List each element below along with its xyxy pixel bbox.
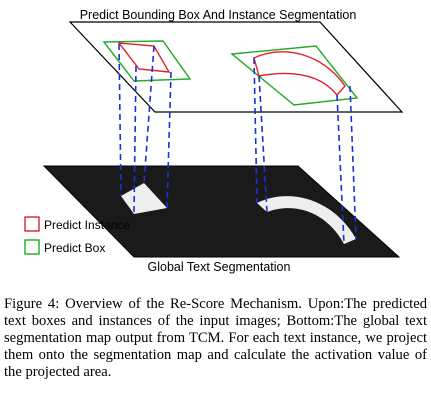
segmented-region-right <box>257 196 356 244</box>
legend-box-swatch <box>24 239 40 255</box>
projection-line <box>253 57 258 204</box>
prediction-plane <box>68 21 404 113</box>
predict-instance-right <box>253 51 346 97</box>
legend-instance-swatch <box>24 216 40 232</box>
figure-label: Figure 4: <box>4 296 60 312</box>
projection-line <box>143 45 155 184</box>
projection-line <box>118 43 122 197</box>
legend-instance-label: Predict Instance <box>44 218 130 232</box>
predict-instance-left <box>117 42 171 73</box>
figure-caption: Figure 4: Overview of the Re-Score Mecha… <box>4 296 427 381</box>
legend-box-label: Predict Box <box>44 241 105 255</box>
predict-box-left <box>102 40 192 82</box>
legend: Predict Instance Predict Box <box>24 216 130 255</box>
predict-box-right <box>230 45 359 106</box>
projection-line <box>133 65 137 215</box>
top-title: Predict Bounding Box And Instance Segmen… <box>80 8 357 22</box>
projection-line <box>166 71 172 209</box>
projection-lines <box>118 43 357 245</box>
projection-line <box>258 75 268 213</box>
caption-text: Overview of the Re-Score Mechanism. Upon… <box>4 296 427 380</box>
segmented-region-left <box>121 183 167 214</box>
projection-line <box>349 85 357 240</box>
projection-line <box>336 94 345 245</box>
bottom-title: Global Text Segmentation <box>148 260 291 274</box>
segmentation-map <box>42 165 401 258</box>
